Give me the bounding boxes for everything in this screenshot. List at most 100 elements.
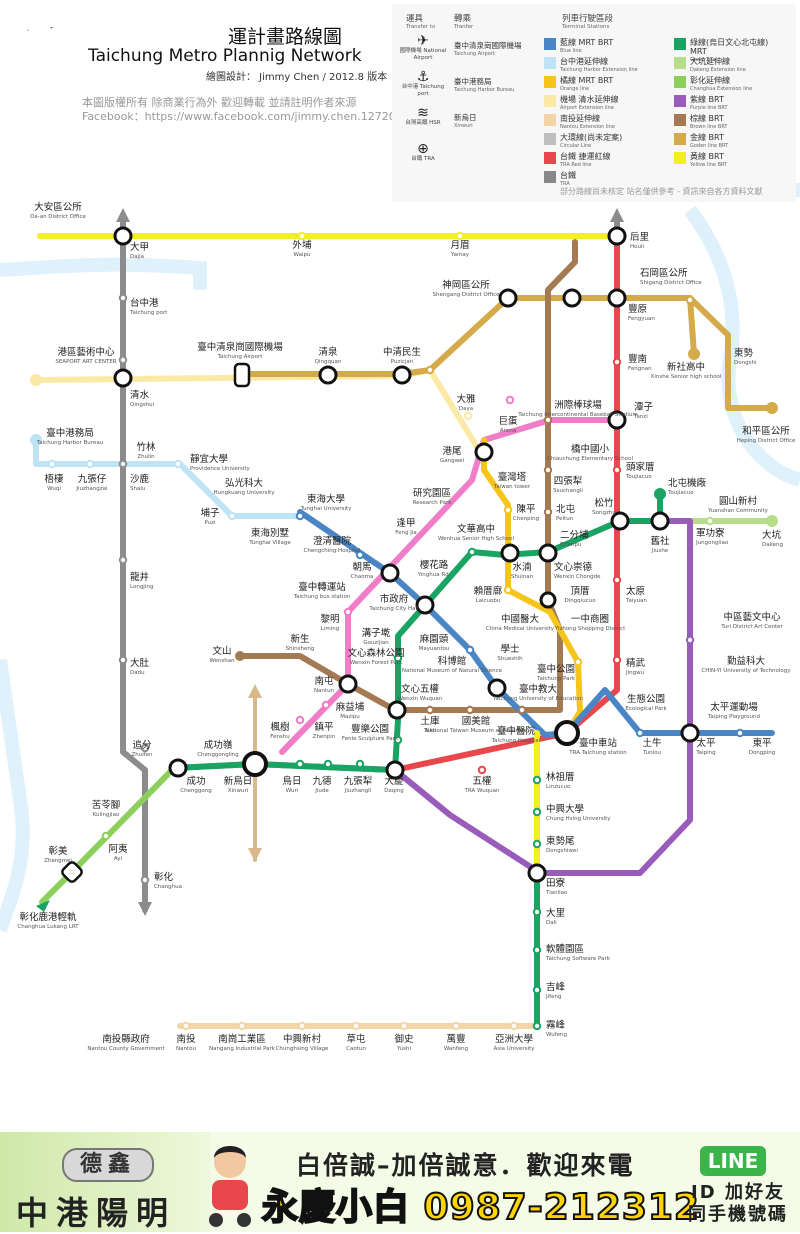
line-id-text: ID 加好友 xyxy=(691,1182,785,1203)
interchange-daqing xyxy=(385,760,405,780)
station-name-en: TRA Wuquan xyxy=(463,788,500,794)
station-dot xyxy=(573,657,583,667)
station-dot xyxy=(465,705,475,715)
banner-phone[interactable]: 永慶小白 0987-212312 xyxy=(261,1186,700,1229)
arrow-left-icon xyxy=(36,900,50,912)
station-name-en: Songzhu xyxy=(592,510,616,516)
station-name: 林祖厝 xyxy=(546,771,575,783)
station-name: 港尾 xyxy=(442,445,461,457)
station-name-en: Kulingjiao xyxy=(93,812,120,818)
station-name-en: National Museum of Natural Science xyxy=(402,668,503,674)
interchange-stations xyxy=(61,226,700,883)
station-name-en: Longjing xyxy=(130,584,153,590)
facebook-link[interactable]: Facebook：https://www.facebook.com/jimmy.… xyxy=(82,110,396,123)
station-name-en: China Medical University xyxy=(486,626,555,632)
line-badge[interactable]: LINE xyxy=(700,1146,766,1176)
station-name-en: Da-an District Office xyxy=(30,214,86,220)
station-name: 東勢尾 xyxy=(546,835,575,847)
station-name: 大甲 xyxy=(130,241,149,253)
station-name-en: CHIN-YI University of Technology xyxy=(701,668,791,674)
station-name: 萬豐 xyxy=(446,1033,465,1045)
terminus-dots xyxy=(30,348,778,661)
station-name: 櫻花路 xyxy=(420,559,449,571)
station-name: 大雅 xyxy=(456,393,476,405)
station-name: 臺中轉運站 xyxy=(298,581,346,593)
legend-transfer-label: 台灣高鐵 HSR xyxy=(405,120,441,126)
interchange-chaoma xyxy=(380,563,400,583)
station-name: 鎮平 xyxy=(314,721,334,733)
station-name: 阿夷 xyxy=(108,843,128,855)
station-name-en: Fengyuan xyxy=(628,316,655,322)
interchange-dajia xyxy=(113,226,133,246)
interchange-wenxin-wuquan xyxy=(387,700,407,720)
station-name: 洲際棒球場 xyxy=(554,399,602,411)
station-name: 東海別墅 xyxy=(251,527,290,539)
map-title-cn: 運計畫路線圖 xyxy=(228,26,343,48)
station-name-en: Shalu xyxy=(130,486,145,492)
station-name-en: Taichung City Hall xyxy=(368,606,419,612)
interchange-airport xyxy=(233,362,251,388)
station-name-en: Laicuobu xyxy=(476,598,501,604)
legend-transfer-label: 台鐵 TRA xyxy=(411,156,435,162)
station-name-en: Jiushe xyxy=(651,548,669,554)
line-id-note: ID 加好友 同手機號碼 xyxy=(682,1182,794,1226)
legend-swatch xyxy=(544,76,556,88)
purple-brt-line xyxy=(392,518,693,876)
station-name-en: Qingshui xyxy=(130,402,155,408)
station-dot xyxy=(297,1021,307,1031)
station-name-en: Tunghai Village xyxy=(248,540,291,546)
station-name: 九張犁 xyxy=(344,775,373,787)
station-name-en: Providence University xyxy=(190,466,251,472)
station-name: 勤益科大 xyxy=(727,655,766,667)
station-name: 吉峰 xyxy=(546,982,566,993)
station-dot xyxy=(399,1021,409,1031)
station-name-en: Fenshu xyxy=(270,734,290,740)
station-name-en: Chenggong xyxy=(180,788,212,794)
station-dot xyxy=(543,415,553,425)
station-name: 御史 xyxy=(394,1033,414,1045)
station-name-en: Chung Hsing University xyxy=(546,816,611,822)
station-name-en: Yizhong Shopping District xyxy=(554,626,626,632)
station-name: 軍功寮 xyxy=(696,527,725,539)
tra-red-line xyxy=(392,233,620,773)
station-name-en: Hungkuang University xyxy=(214,490,276,496)
station-dot xyxy=(505,395,515,405)
station-name-en: Yinghua Rd. xyxy=(417,572,451,578)
station-dot xyxy=(321,700,331,710)
station-name: 竹林 xyxy=(136,441,156,453)
terminus-dot xyxy=(766,515,778,527)
station-name: 沙鹿 xyxy=(130,473,150,485)
station-name-en: Chenggongling xyxy=(197,752,239,758)
station-name-en: Linzucuo xyxy=(546,784,571,790)
station-name: 彰化鹿港輕軌 xyxy=(19,911,77,923)
station-name-en: Chunghsing Village xyxy=(276,1046,329,1052)
station-name-en: Taiwan tower xyxy=(493,484,531,490)
station-dot xyxy=(735,728,745,738)
station-dot xyxy=(612,655,622,665)
station-dot xyxy=(355,550,365,560)
station-name: 大肚 xyxy=(130,657,150,669)
station-name-en: Yushi xyxy=(396,1046,412,1052)
station-name-en: Jiude xyxy=(314,788,329,794)
station-name-en: Liming xyxy=(321,626,339,632)
station-name-en: Nantou xyxy=(176,1046,196,1052)
station-name-en: Ssuchangli xyxy=(553,488,583,494)
terminus-dot xyxy=(30,434,42,446)
station-name: 石岡區公所 xyxy=(640,268,688,279)
interchange-taiping xyxy=(680,723,700,743)
station-dot xyxy=(295,715,305,725)
interchange-shuinan xyxy=(500,543,520,563)
station-name: 土庫 xyxy=(420,715,440,727)
station-name-en: Taichung Intercontinental Baseball Stadi… xyxy=(517,412,638,418)
orange-line xyxy=(481,437,583,736)
station-name-en: Wenshan xyxy=(209,658,235,664)
station-name: 臺灣塔 xyxy=(498,471,527,483)
station-name: 靜宜大學 xyxy=(190,453,228,465)
